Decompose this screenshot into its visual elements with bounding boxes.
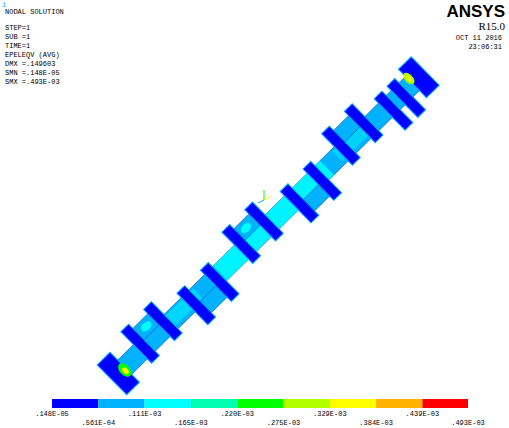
plot-time: 23:06:31 xyxy=(468,44,502,51)
colorbar-value: .329E-03 xyxy=(313,411,347,418)
plot-heading: NODAL SOLUTION xyxy=(5,9,64,16)
colorbar-value: .493E-03 xyxy=(451,420,485,427)
crankshaft xyxy=(92,51,445,400)
software-version: R15.0 xyxy=(478,21,505,32)
solution-info: SMN =.148E-05 xyxy=(5,70,60,77)
window-number: 1 xyxy=(2,2,6,9)
axis-triad xyxy=(258,190,272,203)
solution-info: EPELEQV (AVG) xyxy=(5,52,60,59)
colorbar-value: .165E-03 xyxy=(174,420,208,427)
solution-info: STEP=1 xyxy=(5,25,30,32)
colorbar-value: .148E-05 xyxy=(35,411,69,418)
solution-info: DMX =.149603 xyxy=(5,61,55,68)
colorbar-value: .111E-03 xyxy=(128,411,162,418)
software-logo: ANSYS xyxy=(446,3,505,20)
colorbar-value: .220E-03 xyxy=(220,411,254,418)
solution-info: SUB =1 xyxy=(5,34,30,41)
solution-info: SMX =.493E-03 xyxy=(5,79,60,86)
colorbar-value: .439E-03 xyxy=(406,411,440,418)
colorbar-value: .561E-04 xyxy=(81,420,115,427)
colorbar-value: .275E-03 xyxy=(267,420,301,427)
contour-colorbar xyxy=(52,399,468,408)
solution-info: TIME=1 xyxy=(5,43,30,50)
plot-date: OCT 11 2016 xyxy=(456,35,502,42)
colorbar-value: .384E-03 xyxy=(359,420,393,427)
